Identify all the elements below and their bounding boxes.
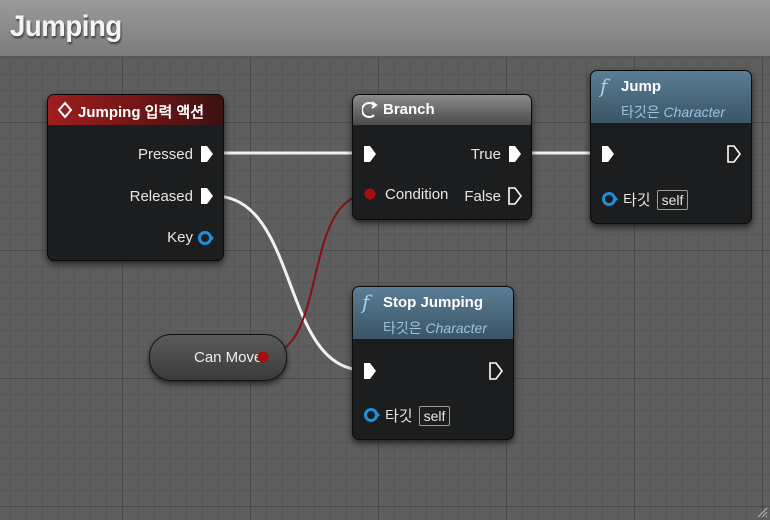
jump-title: Jump [621,78,662,95]
input-action-header: Jumping 입력 액션 [48,95,223,125]
can-move-label: Can Move [194,349,263,366]
exec-in-jump-icon[interactable] [601,145,615,163]
bool-pin-can-move-icon[interactable] [256,350,270,364]
exec-out-released-icon[interactable] [200,187,214,205]
pin-label-condition: Condition [385,186,449,203]
pin-label-released: Released [129,188,193,205]
object-pin-target-icon[interactable] [601,190,619,208]
pin-label-true: True [470,146,501,163]
branch-header: Branch [353,95,531,125]
exec-in-branch-icon[interactable] [363,145,377,163]
jump-header: f Jump 타깃은 Character [591,71,751,123]
jump-target-subtitle: 타깃은 Character [621,104,725,120]
jump-target-default[interactable]: self [656,190,689,210]
pin-label-pressed: Pressed [137,146,193,163]
pin-label-false: False [464,188,501,205]
diamond-event-icon [57,101,73,124]
stop-jumping-header: f Stop Jumping 타깃은 Character [353,287,513,339]
graph-title-bar: Jumping [0,0,770,57]
exec-out-jump-icon[interactable] [727,145,741,163]
exec-out-pressed-icon[interactable] [200,145,214,163]
exec-out-true-icon[interactable] [508,145,522,163]
input-action-title: Jumping 입력 액션 [78,104,205,121]
exec-in-stop-jumping-icon[interactable] [363,362,377,380]
exec-out-false-icon[interactable] [508,187,522,205]
stop-jumping-target-subtitle: 타깃은 Character [383,320,487,336]
branch-title: Branch [383,101,435,118]
graph-title: Jumping [10,10,122,43]
resize-grip-icon[interactable] [754,504,768,518]
can-move-variable-node[interactable]: Can Move [149,334,287,381]
input-action-node[interactable]: Jumping 입력 액션 Pressed Released Key [47,94,224,261]
pin-label-key: Key [167,229,193,246]
exec-out-stop-jumping-icon[interactable] [489,362,503,380]
stop-jumping-title: Stop Jumping [383,294,483,311]
key-struct-pin-icon[interactable] [197,229,215,247]
function-f-icon: f [362,290,370,314]
function-f-icon: f [600,74,608,98]
object-pin-target-icon[interactable] [363,406,381,424]
branch-arrow-icon [361,101,378,124]
bool-pin-condition-icon[interactable] [363,187,377,201]
branch-node[interactable]: Branch True Condition False [352,94,532,220]
stop-jumping-target-default[interactable]: self [418,406,451,426]
